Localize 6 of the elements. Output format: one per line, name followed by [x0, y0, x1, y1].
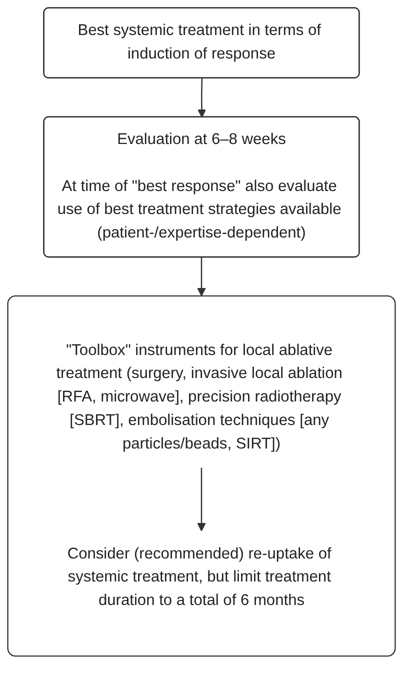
arrow — [198, 78, 206, 118]
arrow — [197, 468, 206, 532]
node-text: "Toolbox" instruments for local ablative treatment (surgery, invasive local ablation [RFA, microwave], precision radiotherapy [SBRT], embolisation techniques [any particles/beads, SIRT]) — [56, 342, 342, 452]
cluster — [7, 295, 396, 657]
arrow — [197, 256, 206, 296]
node-text: Consider (recommended) re-uptake of systemic treatment, but limit treatment duration to a total of 6 months — [67, 546, 332, 609]
